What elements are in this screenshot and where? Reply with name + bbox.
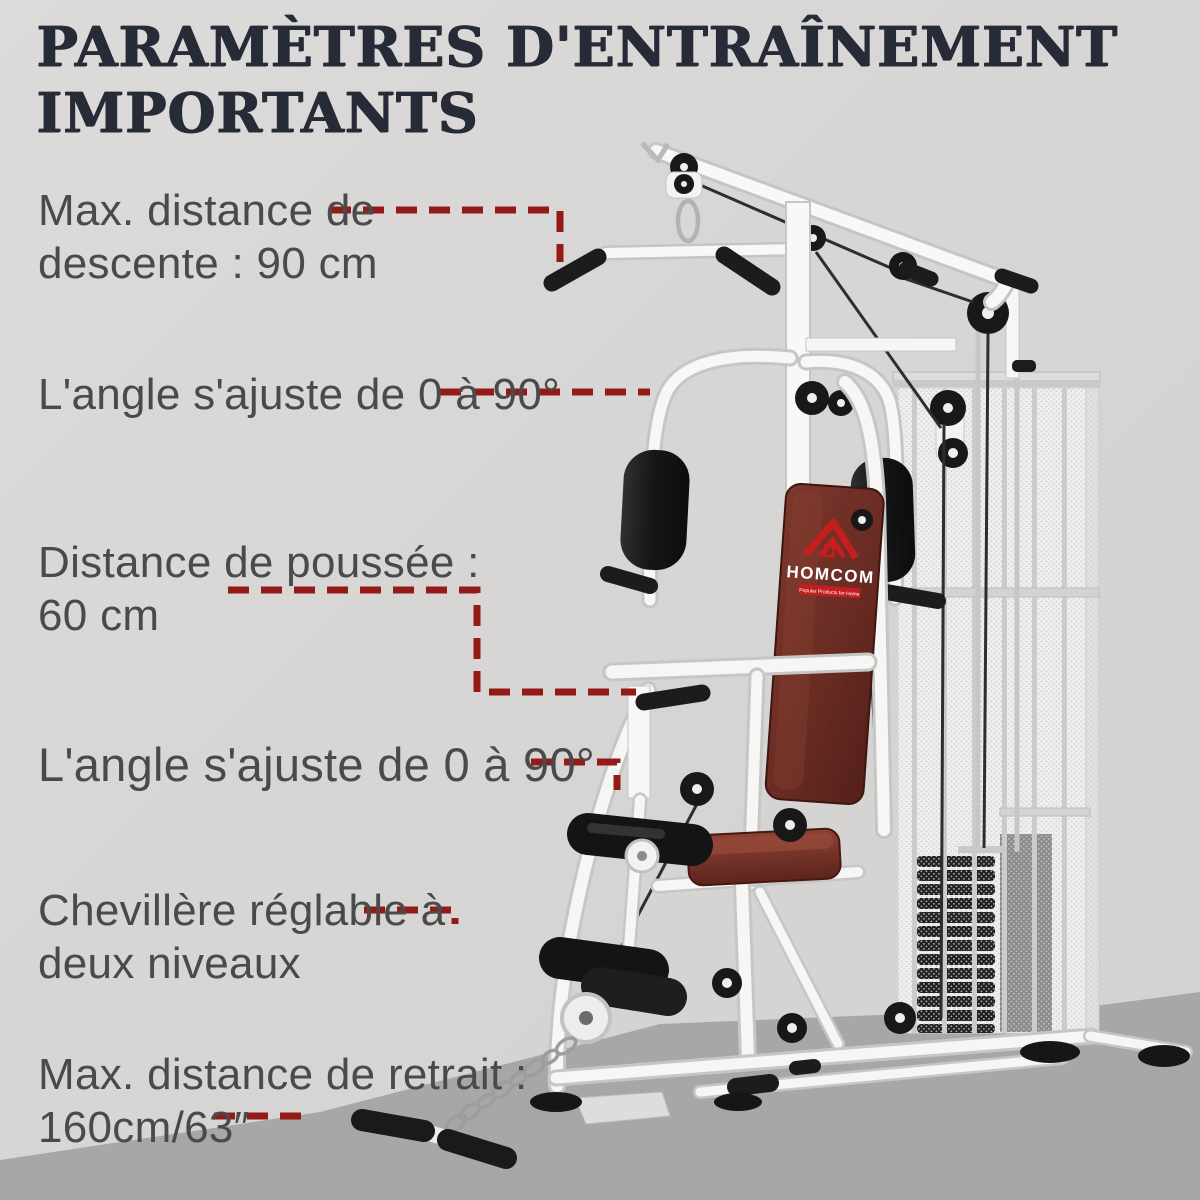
boom-tip-hook xyxy=(640,141,671,165)
page-title: PARAMÈTRES D'ENTRAÎNEMENT IMPORTANTS xyxy=(36,14,1118,146)
annotation-chevillere: Chevillère réglable à deux niveaux xyxy=(38,884,445,990)
rubber-feet xyxy=(530,1041,1190,1112)
top-boom-assembly xyxy=(543,141,1039,311)
lat-pulldown-bar xyxy=(543,241,808,296)
press-handle-left xyxy=(600,566,658,594)
base-frame xyxy=(530,1027,1193,1112)
annotation-angle-bas: L'angle s'ajuste de 0 à 90° xyxy=(38,738,595,791)
frame-wheels xyxy=(680,509,916,1043)
annotation-line: descente : 90 cm xyxy=(38,239,378,288)
annotation-dash-lines xyxy=(214,206,650,1120)
brand-tagline: Popular Products for Home xyxy=(799,588,860,598)
cage-top-plate xyxy=(892,371,1101,382)
dash-angle-bas xyxy=(531,758,621,790)
column-cross-tube xyxy=(805,337,957,352)
lat-bar-grip xyxy=(715,246,781,296)
press-arm-left xyxy=(600,347,799,609)
leg-roller-lower xyxy=(581,967,687,1016)
lat-bar-grip xyxy=(543,248,607,292)
annotation-max-retrait: Max. distance de retrait : 160cm/63″ xyxy=(38,1048,528,1154)
annotation-angle-haut: L'angle s'ajuste de 0 à 90° xyxy=(38,368,560,421)
annotation-line: Chevillère réglable à xyxy=(38,886,446,935)
chain xyxy=(444,1036,578,1133)
cage-top-plate-edge xyxy=(893,380,1100,387)
stack-selector-bar xyxy=(958,846,1006,853)
chain-and-bar xyxy=(351,1036,578,1169)
backrest-pad: HOMCOM Popular Products for Home xyxy=(764,482,885,806)
boom-end-grips xyxy=(898,261,1039,294)
base-grip xyxy=(727,1074,779,1096)
seat-assembly xyxy=(650,827,866,1067)
retrait-bar-grip xyxy=(351,1109,435,1142)
annotation-line: 160cm/63″ xyxy=(38,1103,250,1152)
dash-chevillere xyxy=(364,906,459,924)
annotation-line: L'angle s'ajuste de 0 à 90° xyxy=(38,738,596,791)
foot-plate xyxy=(574,1091,671,1125)
press-handle-right xyxy=(878,584,946,609)
dash-max-descente xyxy=(330,206,564,262)
title-line-1: PARAMÈTRES D'ENTRAÎNEMENT xyxy=(36,14,1118,79)
annotation-line: Max. distance de retrait : xyxy=(38,1050,528,1099)
base-cap xyxy=(789,1059,821,1075)
annotation-line: L'angle s'ajuste de 0 à 90° xyxy=(38,370,560,419)
title-line-2: IMPORTANTS xyxy=(36,80,479,145)
retrait-bar-grip xyxy=(437,1129,517,1169)
adjustment-knob xyxy=(1012,360,1036,372)
homcom-logo: HOMCOM Popular Products for Home xyxy=(786,518,875,599)
leg-roller-lower xyxy=(539,937,669,991)
annotation-line: Distance de poussée : xyxy=(38,538,480,587)
dip-handle-grip xyxy=(635,684,711,711)
leg-developer xyxy=(539,792,713,1125)
foam-roller-left xyxy=(620,449,690,571)
annotation-line: 60 cm xyxy=(38,591,160,640)
cage-low-rail xyxy=(999,807,1091,817)
annotation-line: deux niveaux xyxy=(38,939,301,988)
dash-distance-poussee xyxy=(228,586,636,696)
cage-slats xyxy=(912,388,1067,1033)
weight-stack-tower xyxy=(892,281,1101,1034)
annotation-distance-poussee: Distance de poussée : 60 cm xyxy=(38,536,480,642)
annotation-line: Max. distance de xyxy=(38,186,376,235)
carabiner xyxy=(675,198,701,244)
annotation-max-descente: Max. distance de descente : 90 cm xyxy=(38,184,378,290)
